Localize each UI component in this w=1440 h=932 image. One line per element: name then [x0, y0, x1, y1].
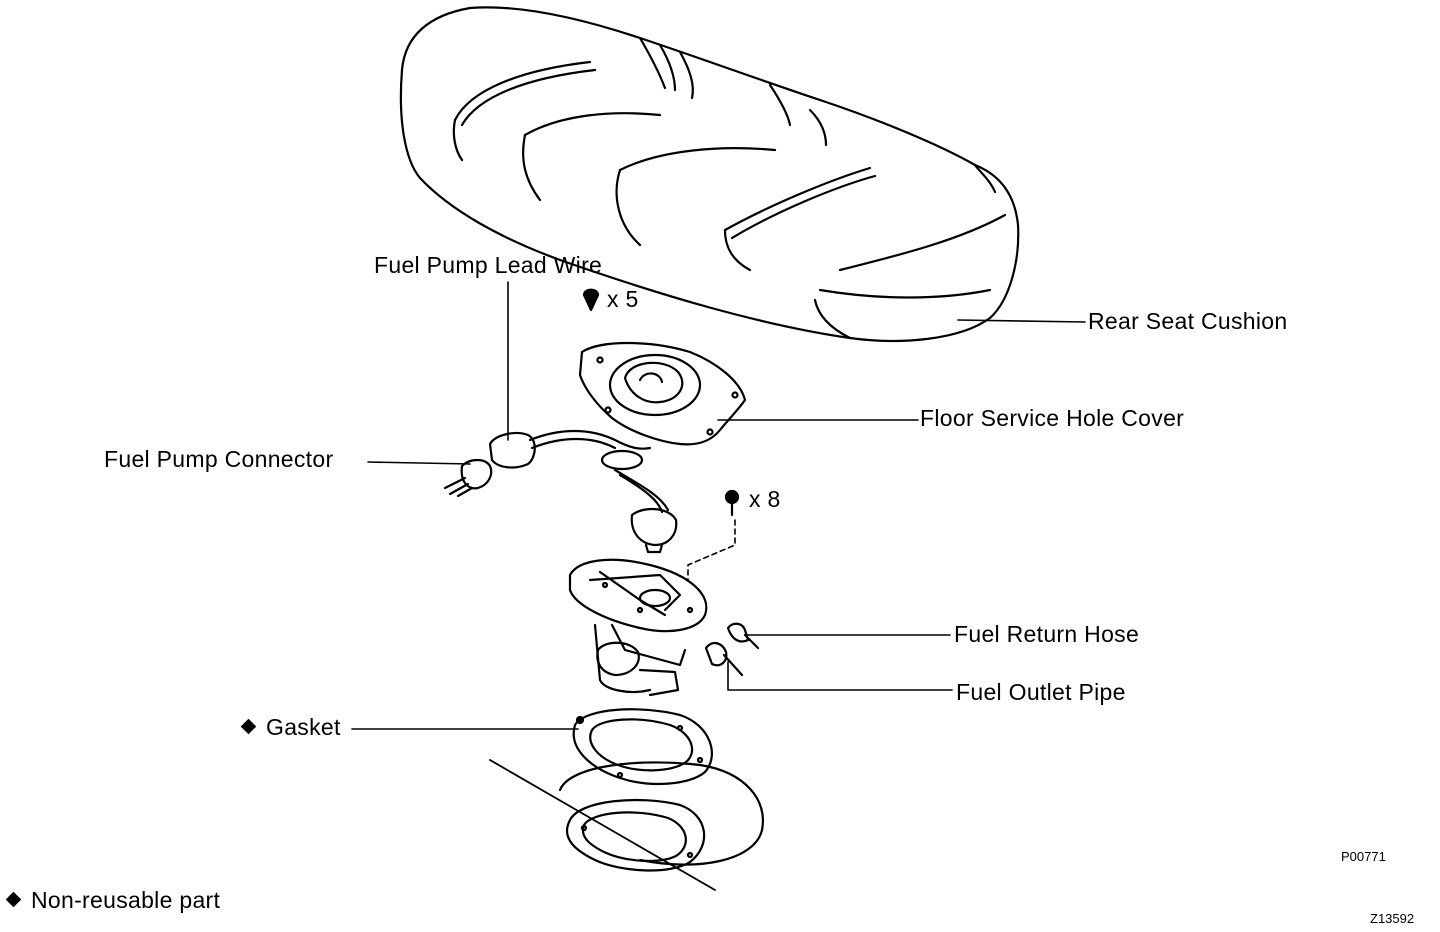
non-reusable-diamond-icon	[5, 891, 22, 908]
fuel-return-hose-drawing	[726, 622, 760, 650]
bolt-icon	[724, 489, 740, 517]
fuel-tank-opening-drawing	[489, 759, 765, 891]
legend-note: Non-reusable part	[5, 887, 221, 913]
fuel-pump-assembly-drawing	[568, 558, 708, 697]
floor-service-hole-cover-drawing	[578, 341, 747, 446]
clip-icon	[582, 288, 600, 312]
gasket-drawing	[572, 708, 713, 786]
rear-seat-cushion-label: Rear Seat Cushion	[1088, 308, 1288, 334]
fuel-return-hose-label: Fuel Return Hose	[954, 621, 1140, 647]
bolt-quantity-label: x 8	[749, 486, 781, 512]
figure-reference-code: P00771	[1341, 849, 1386, 864]
floor-service-hole-cover-label: Floor Service Hole Cover	[920, 405, 1185, 431]
gasket-label: Gasket	[240, 714, 341, 740]
fuel-pump-lead-wire-label: Fuel Pump Lead Wire	[374, 252, 603, 278]
figure-reference-code-2: Z13592	[1370, 911, 1415, 926]
leader-lines	[351, 281, 1086, 730]
legend-note-text: Non-reusable part	[31, 887, 221, 913]
fuel-pump-connector-label: Fuel Pump Connector	[104, 446, 334, 472]
gasket-label-text: Gasket	[266, 714, 341, 740]
clip-quantity-label: x 5	[607, 286, 639, 312]
fuel-pump-connector-drawing	[443, 458, 493, 498]
fuel-outlet-pipe-label: Fuel Outlet Pipe	[956, 679, 1126, 705]
fuel-pump-lead-wire-drawing	[488, 429, 678, 554]
rear-seat-cushion-drawing	[399, 6, 1020, 343]
fuel-outlet-pipe-drawing	[704, 642, 744, 677]
non-reusable-diamond-icon	[240, 718, 257, 735]
